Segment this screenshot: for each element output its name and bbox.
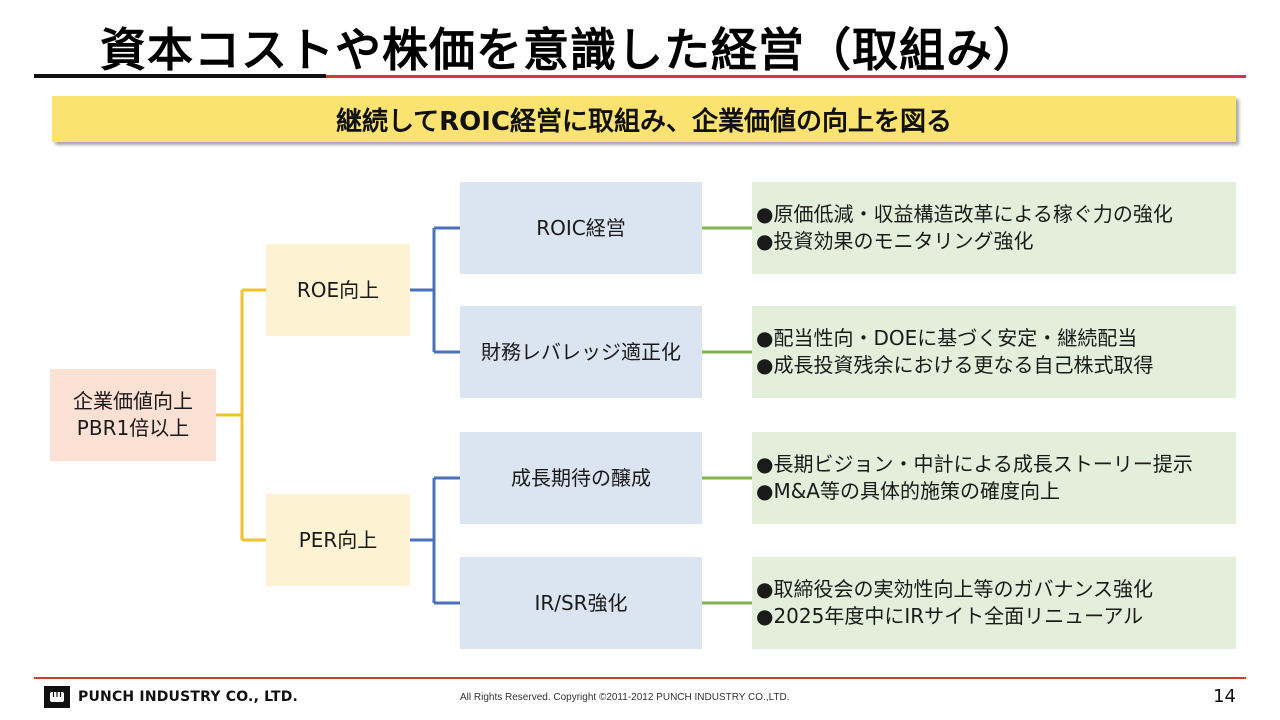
level1-box-roe: ROE向上 (266, 244, 410, 336)
footer-divider (34, 677, 1246, 679)
summary-banner: 継続してROIC経営に取組み、企業価値の向上を図る (52, 96, 1236, 142)
detail-item: ●投資効果のモニタリング強化 (756, 229, 1034, 253)
detail-item: ●配当性向・DOEに基づく安定・継続配当 (756, 326, 1138, 350)
root-line-2: PBR1倍以上 (76, 416, 190, 440)
level2-box-ir-sr: IR/SR強化 (460, 557, 702, 649)
detail-item: ●成長投資残余における更なる自己株式取得 (756, 353, 1154, 377)
level2-box-leverage: 財務レバレッジ適正化 (460, 306, 702, 398)
root-line-1: 企業価値向上 (73, 389, 193, 413)
detail-item: ●長期ビジョン・中計による成長ストーリー提示 (756, 452, 1193, 476)
detail-box-leverage: ●配当性向・DOEに基づく安定・継続配当 ●成長投資残余における更なる自己株式取… (752, 306, 1236, 398)
company-name: PUNCH INDUSTRY CO., LTD. (78, 689, 299, 705)
fist-logo-icon (44, 686, 70, 708)
detail-item: ●M&A等の具体的施策の確度向上 (756, 479, 1060, 503)
title-underline-black (34, 74, 326, 78)
detail-item: ●原価低減・収益構造改革による稼ぐ力の強化 (756, 202, 1173, 226)
detail-box-growth: ●長期ビジョン・中計による成長ストーリー提示 ●M&A等の具体的施策の確度向上 (752, 432, 1236, 524)
detail-item: ●2025年度中にIRサイト全面リニューアル (756, 604, 1144, 628)
copyright-notice: All Rights Reserved. Copyright ©2011-201… (460, 692, 790, 703)
level2-box-roic: ROIC経営 (460, 182, 702, 274)
level2-box-growth: 成長期待の醸成 (460, 432, 702, 524)
root-box-enterprise-value: 企業価値向上 PBR1倍以上 (50, 369, 216, 461)
detail-item: ●取締役会の実効性向上等のガバナンス強化 (756, 577, 1154, 601)
level1-box-per: PER向上 (266, 494, 410, 586)
title-underline-red (326, 75, 1246, 78)
detail-box-roic: ●原価低減・収益構造改革による稼ぐ力の強化 ●投資効果のモニタリング強化 (752, 182, 1236, 274)
page-number: 14 (1213, 686, 1236, 707)
company-logo: PUNCH INDUSTRY CO., LTD. (44, 686, 298, 708)
detail-box-ir-sr: ●取締役会の実効性向上等のガバナンス強化 ●2025年度中にIRサイト全面リニュ… (752, 557, 1236, 649)
page-title: 資本コストや株価を意識した経営（取組み） (100, 23, 1040, 77)
